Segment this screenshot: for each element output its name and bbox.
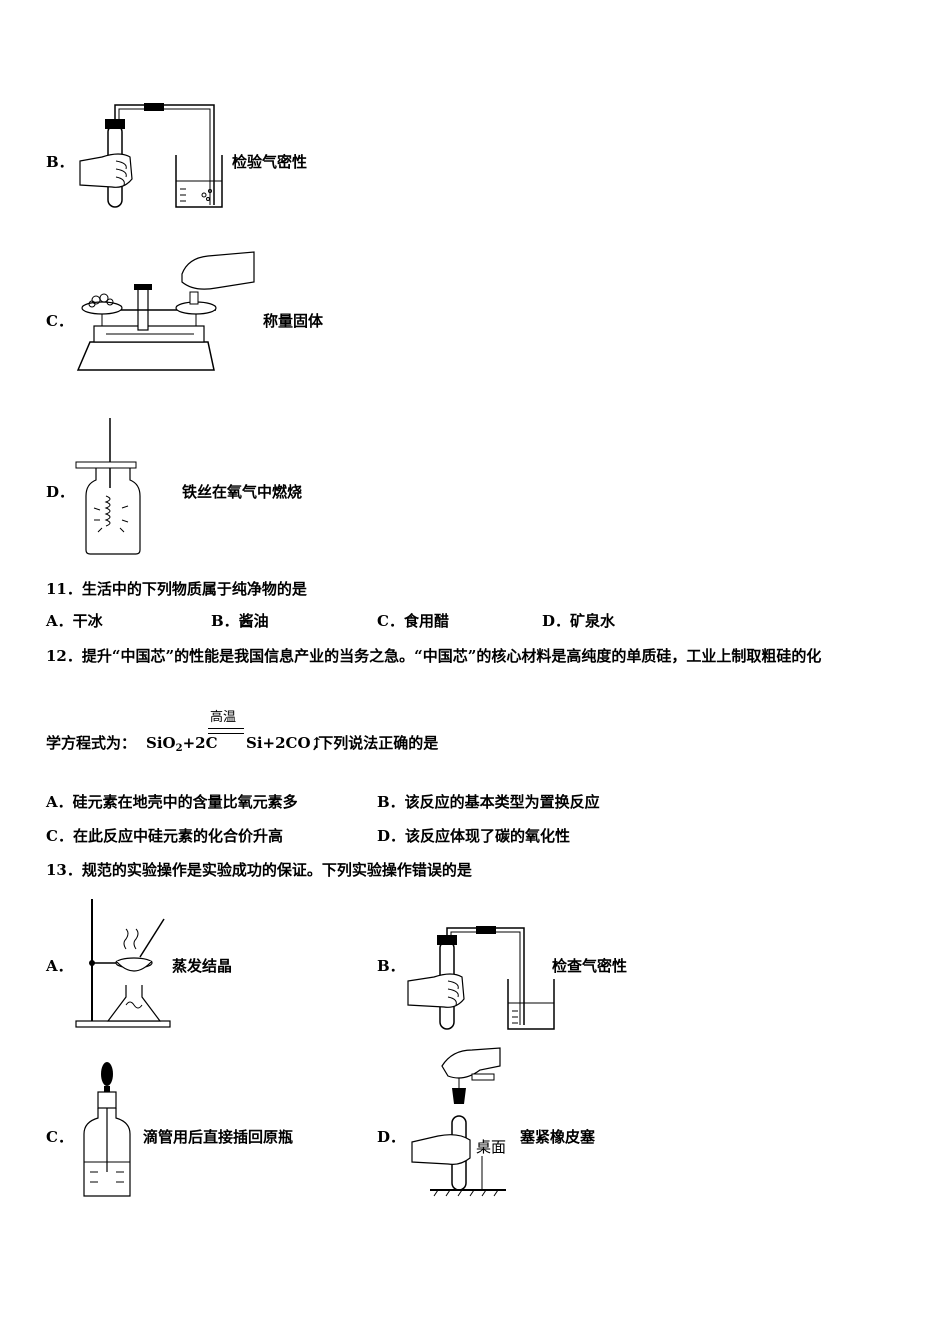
q12-reaction-condition: 高温 — [210, 710, 237, 725]
q12-reactant-a-subscript: 2 — [175, 743, 183, 754]
airtight-check-apparatus-icon — [404, 925, 564, 1039]
q12-equation-reactants: SiO2+2C — [146, 734, 218, 758]
evaporation-apparatus-icon — [74, 893, 174, 1033]
q12-stem-suffix: ,下列说法正确的是 — [313, 734, 439, 752]
rubber-stopper-insertion-icon — [408, 1046, 508, 1200]
q10-option-b-letter[interactable]: B． — [46, 153, 74, 171]
q13-stem: 13．规范的实验操作是实验成功的保证。下列实验操作错误的是 — [46, 861, 472, 879]
q12-reactant-b: +2C — [182, 734, 218, 752]
airtight-check-apparatus-icon — [72, 95, 232, 219]
balance-scale-weighing-icon — [76, 250, 256, 379]
q12-stem-line1: 12．提升“中国芯”的性能是我国信息产业的当务之急。“中国芯”的核心材料是高纯度… — [46, 647, 822, 665]
q11-option-a[interactable]: A．干冰 — [46, 612, 103, 630]
q12-option-c[interactable]: C．在此反应中硅元素的化合价升高 — [46, 827, 283, 845]
q13-option-d-letter[interactable]: D． — [377, 1128, 406, 1146]
q10-option-b-caption: 检验气密性 — [232, 153, 308, 171]
q11-option-d[interactable]: D．矿泉水 — [542, 612, 616, 630]
q12-option-a[interactable]: A．硅元素在地壳中的含量比氧元素多 — [46, 793, 298, 811]
q13-option-a-caption: 蒸发结晶 — [172, 957, 233, 975]
q12-option-b[interactable]: B．该反应的基本类型为置换反应 — [377, 793, 600, 811]
q12-stem-prefix: 学方程式为： — [46, 734, 137, 752]
q12-equals-sign — [208, 728, 244, 734]
q13-option-b-caption: 检查气密性 — [552, 957, 628, 975]
q13-option-d-caption: 塞紧橡皮塞 — [520, 1128, 596, 1146]
q13-option-d-figure-label: 桌面 — [476, 1138, 507, 1156]
q11-option-c[interactable]: C．食用醋 — [377, 612, 449, 630]
q12-reactant-a: SiO — [146, 734, 176, 752]
iron-wire-burning-bottle-icon — [72, 416, 152, 562]
q12-equation-products: Si+2CO↑ — [246, 734, 324, 752]
dropper-bottle-icon — [80, 1060, 136, 1206]
q11-option-b[interactable]: B．酱油 — [211, 612, 269, 630]
q10-option-c-caption: 称量固体 — [263, 312, 324, 330]
q13-option-c-caption: 滴管用后直接插回原瓶 — [143, 1128, 294, 1146]
q13-option-a-letter[interactable]: A． — [46, 957, 73, 975]
q13-option-c-letter[interactable]: C． — [46, 1128, 73, 1146]
q10-option-d-letter[interactable]: D． — [46, 483, 75, 501]
q11-stem: 11．生活中的下列物质属于纯净物的是 — [46, 580, 307, 598]
q12-option-d[interactable]: D．该反应体现了碳的氧化性 — [377, 827, 571, 845]
q13-option-b-letter[interactable]: B． — [377, 957, 405, 975]
q10-option-c-letter[interactable]: C． — [46, 312, 73, 330]
q10-option-d-caption: 铁丝在氧气中燃烧 — [182, 483, 303, 501]
